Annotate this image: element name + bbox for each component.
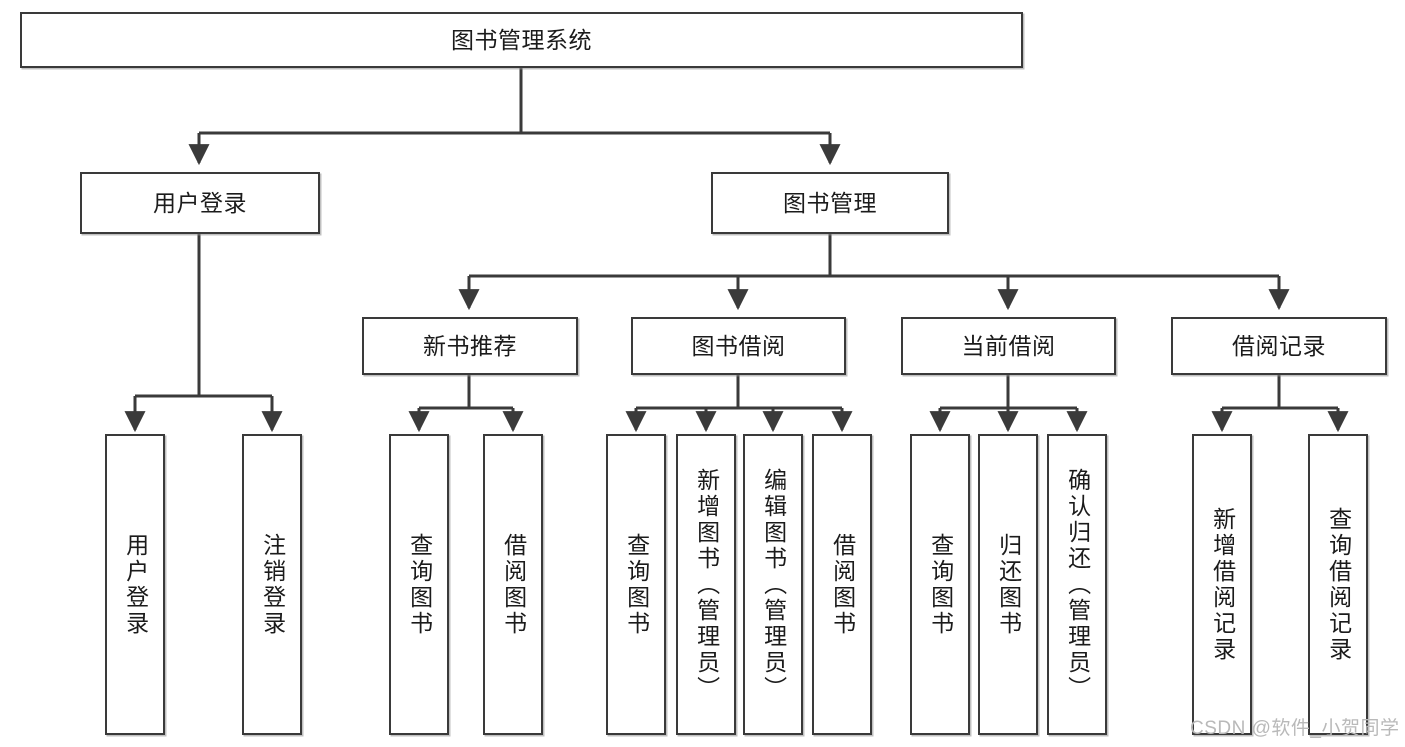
leaf-current-confirm-return-label: 确认归还（管理员） [1064, 467, 1091, 702]
leaf-borrow-borrow-book[interactable]: 借阅图书 [812, 434, 872, 735]
node-user-login[interactable]: 用户登录 [80, 172, 320, 234]
node-root-system-label: 图书管理系统 [451, 26, 592, 53]
node-book-management-label: 图书管理 [783, 189, 877, 216]
leaf-borrow-edit-book[interactable]: 编辑图书（管理员） [743, 434, 803, 735]
node-current-borrow[interactable]: 当前借阅 [901, 317, 1116, 375]
leaf-current-confirm-return[interactable]: 确认归还（管理员） [1047, 434, 1107, 735]
leaf-user-login-login-label: 用户登录 [122, 532, 149, 637]
leaf-new-book-borrow[interactable]: 借阅图书 [483, 434, 543, 735]
leaf-new-book-borrow-label: 借阅图书 [500, 532, 527, 637]
leaf-borrow-borrow-book-label: 借阅图书 [829, 532, 856, 637]
node-root-system[interactable]: 图书管理系统 [20, 12, 1023, 68]
leaf-user-login-login[interactable]: 用户登录 [105, 434, 165, 735]
leaf-borrow-add-book[interactable]: 新增图书（管理员） [676, 434, 736, 735]
node-book-management[interactable]: 图书管理 [711, 172, 949, 234]
leaf-borrow-edit-book-label: 编辑图书（管理员） [760, 467, 787, 702]
node-borrow-record-label: 借阅记录 [1232, 332, 1326, 359]
leaf-new-book-query[interactable]: 查询图书 [389, 434, 449, 735]
leaf-current-query-book-label: 查询图书 [927, 532, 954, 637]
leaf-borrow-query-book[interactable]: 查询图书 [606, 434, 666, 735]
leaf-record-add[interactable]: 新增借阅记录 [1192, 434, 1252, 735]
leaf-borrow-add-book-label: 新增图书（管理员） [693, 467, 720, 702]
leaf-current-query-book[interactable]: 查询图书 [910, 434, 970, 735]
node-current-borrow-label: 当前借阅 [961, 332, 1056, 359]
node-user-login-label: 用户登录 [153, 189, 247, 216]
leaf-record-query[interactable]: 查询借阅记录 [1308, 434, 1368, 735]
node-borrow-record[interactable]: 借阅记录 [1171, 317, 1387, 375]
leaf-user-login-logout-label: 注销登录 [259, 532, 286, 637]
leaf-user-login-logout[interactable]: 注销登录 [242, 434, 302, 735]
leaf-borrow-query-book-label: 查询图书 [623, 532, 650, 637]
leaf-new-book-query-label: 查询图书 [406, 532, 433, 637]
leaf-record-add-label: 新增借阅记录 [1209, 506, 1236, 663]
leaf-current-return-book-label: 归还图书 [995, 532, 1022, 637]
node-book-borrow-label: 图书借阅 [691, 332, 786, 359]
node-book-borrow[interactable]: 图书借阅 [631, 317, 846, 375]
leaf-current-return-book[interactable]: 归还图书 [978, 434, 1038, 735]
leaf-record-query-label: 查询借阅记录 [1325, 506, 1352, 663]
csdn-watermark: CSDN @软件_小贺同学 [1190, 718, 1400, 739]
node-new-book-recommend-label: 新书推荐 [423, 332, 517, 359]
node-new-book-recommend[interactable]: 新书推荐 [362, 317, 578, 375]
